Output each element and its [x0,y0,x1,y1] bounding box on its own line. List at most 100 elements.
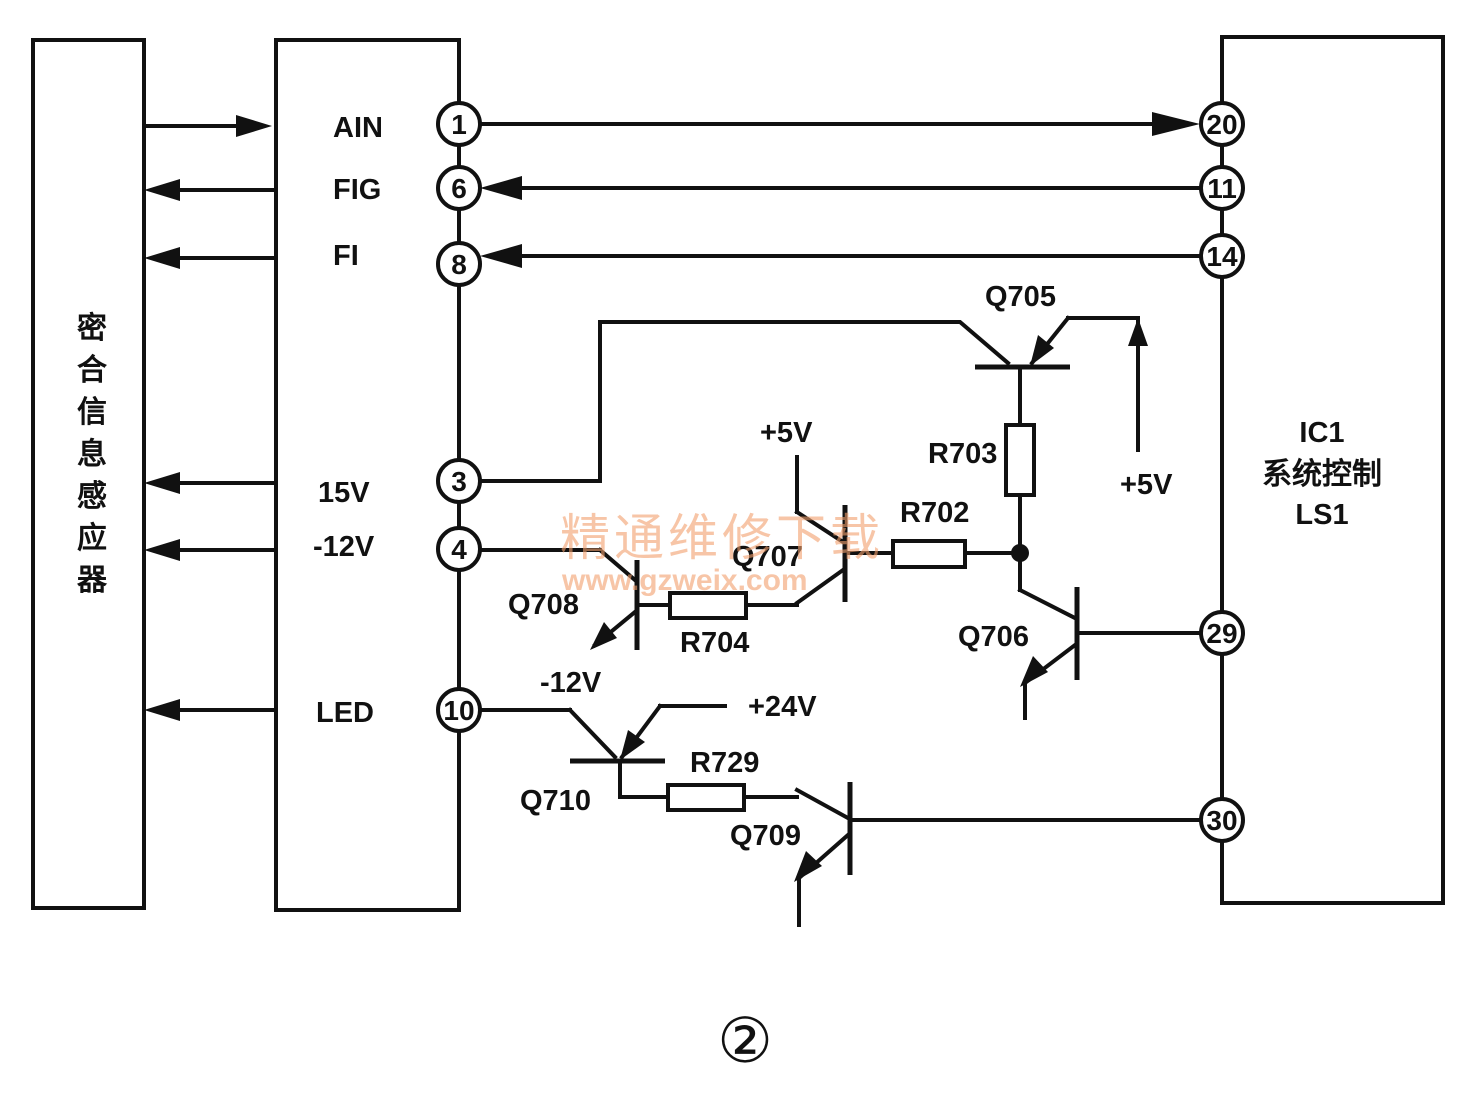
q706-collector [1017,587,1078,621]
ic1-pins: 20 11 14 29 30 [1199,101,1245,843]
q710-collector [567,707,618,760]
connector-pins: 1 6 8 3 4 10 [436,101,482,733]
resistor-r703 [1004,423,1036,497]
sensor-char: 信 [77,395,107,430]
signal-label-led: LED [316,697,374,729]
resistor-r729 [666,783,746,812]
ic-pin-14-label: 14 [1206,241,1238,272]
arrow-left-icon [144,179,180,201]
q706-stage: Q706 [958,587,1204,720]
arrow-left-icon [144,539,180,561]
pin-6-label: 6 [451,173,467,204]
connector-block [274,38,461,912]
sensor-block [31,38,146,910]
q710-stage: +24V R729 Q710 [478,691,817,817]
q709-label: Q709 [730,820,801,852]
q708-collector [597,547,638,583]
pin-4 [436,526,482,572]
sensor-char: 密 [77,311,107,346]
q709-stage: Q709 [730,782,1204,927]
supply-5v-label: +5V [760,417,813,449]
pin-1 [436,101,482,147]
ic-pin-20 [1199,101,1245,147]
resistor-r702 [891,539,967,569]
arrow-left-icon [144,699,180,721]
signal-label-fi: FI [333,240,359,272]
pin3-to-q705-base [478,320,1011,483]
q705-supply-wire [1066,316,1140,452]
q707-stage: +5V Q707 R702 [732,417,1022,606]
supply-5v-label: +5V [1120,469,1173,501]
arrow-left-icon [480,176,522,200]
ic-pin-30 [1199,797,1245,843]
signal-label-neg12v: -12V [313,531,375,563]
arrow-left-icon [144,247,180,269]
arrow-emitter-icon [1030,335,1054,366]
signal-label-ain: AIN [333,112,383,144]
pin-3 [436,458,482,504]
q707-label: Q707 [732,541,803,573]
signal-label-fig: FIG [333,174,381,206]
arrow-emitter-icon [794,851,822,882]
arrow-up-icon [1128,318,1148,346]
pin-8-label: 8 [451,249,467,280]
sensor-char: 息 [77,437,107,472]
connector-labels: AIN FIG FI 15V -12V LED [313,112,383,729]
r703-label: R703 [928,438,997,470]
ic-links [477,112,1204,268]
arrow-right-icon [236,115,272,137]
r702-label: R702 [900,497,969,529]
signal-label-15v: 15V [318,477,370,509]
ic-pin-11 [1199,165,1245,211]
sensor-char: 器 [76,563,108,598]
q710-to-r729 [618,761,670,799]
watermark-url: www.gzweix.com [561,564,808,597]
q709-collector [794,787,851,821]
q707-collector [794,509,846,545]
supply-24v-label: +24V [748,691,817,723]
q710-label: Q710 [520,785,591,817]
r729-label: R729 [690,747,759,779]
figure-number: ② [717,1004,773,1077]
sensor-links [142,115,278,721]
q707-emitter [794,567,846,606]
ic-pin-14 [1199,233,1245,279]
ic-pin-20-label: 20 [1206,109,1237,140]
sensor-char: 感 [77,479,107,514]
resistor-r704 [668,591,748,620]
ic-pin-30-label: 30 [1206,805,1237,836]
sensor-block-label: 密 合 信 息 感 应 器 [76,311,108,598]
arrow-emitter-icon [1020,656,1048,687]
pin-10-label: 10 [443,695,474,726]
pin-6 [436,165,482,211]
arrow-right-icon [1152,112,1200,136]
ic-pin-29-label: 29 [1206,618,1237,649]
q708-stage: Q708 R704 -12V [478,547,799,699]
pin-4-label: 4 [451,534,467,565]
arrow-emitter-icon [590,622,617,650]
ic-pin-11-label: 11 [1207,173,1237,204]
q705-stage: Q705 R703 +5V [478,281,1173,592]
ic1-name: IC1 [1299,417,1344,449]
r704-label: R704 [680,627,749,659]
ic-pin-29 [1199,610,1245,656]
supply-neg12v-label: -12V [540,667,602,699]
pin-10 [436,687,482,733]
watermark: 精通维修下载 www.gzweix.com [560,509,884,597]
q705-label: Q705 [985,281,1056,313]
arrow-emitter-icon [620,730,645,760]
ic1-function: 系统控制 [1262,457,1382,492]
pin-3-label: 3 [451,466,467,497]
arrow-left-icon [480,244,522,268]
arrow-left-icon [144,472,180,494]
q706-label: Q706 [958,621,1029,653]
ic1-block-label: IC1 系统控制 LS1 [1262,417,1382,531]
ic1-part: LS1 [1295,499,1348,531]
watermark-title: 精通维修下载 [560,509,884,567]
pin-1-label: 1 [451,109,467,140]
sensor-char: 合 [77,353,107,388]
sensor-char: 应 [77,521,107,556]
pin-8 [436,241,482,287]
